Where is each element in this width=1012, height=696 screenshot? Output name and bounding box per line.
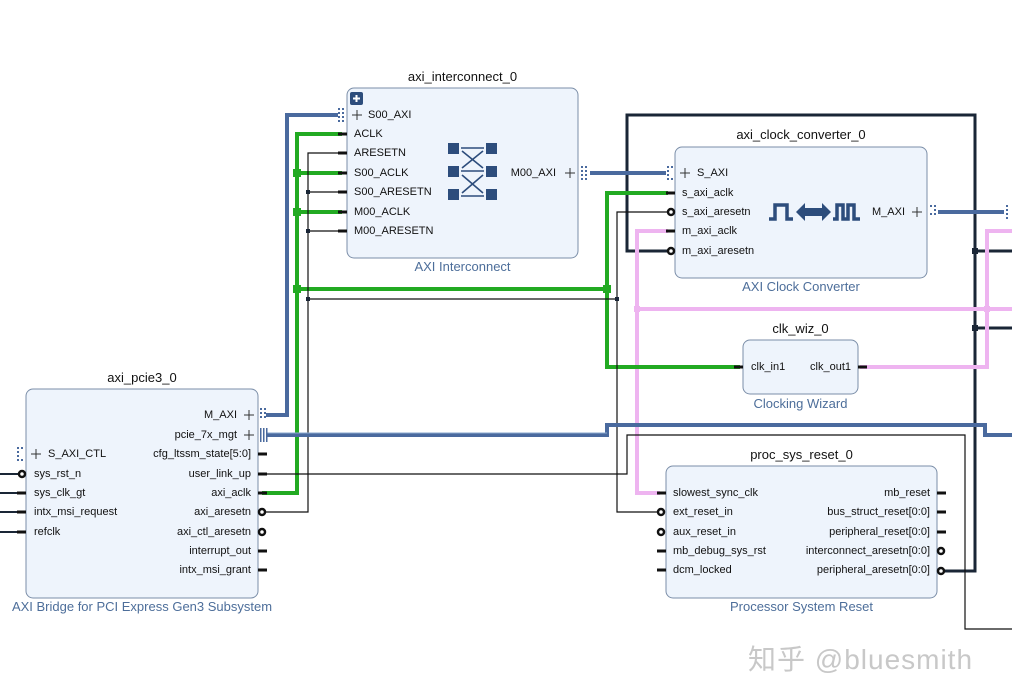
block-ip-name: Clocking Wizard xyxy=(753,396,848,411)
net-junction xyxy=(615,297,619,301)
port-m00-aclk[interactable]: M00_ACLK xyxy=(354,206,411,218)
port-axi-aresetn[interactable]: axi_aresetn xyxy=(194,506,251,518)
block-ip-name: AXI Interconnect xyxy=(414,259,511,274)
block-instance-name: clk_wiz_0 xyxy=(772,321,829,336)
net-junction xyxy=(293,208,301,216)
block-instance-name: proc_sys_reset_0 xyxy=(750,447,853,462)
port-cfg-ltssm-state[interactable]: cfg_ltssm_state[5:0] xyxy=(153,448,251,460)
watermark: 知乎 @bluesmith xyxy=(748,644,974,675)
port-peripheral-aresetn[interactable]: peripheral_aresetn[0:0] xyxy=(816,564,930,576)
port-axi-ctl-aresetn[interactable]: axi_ctl_aresetn xyxy=(177,526,251,538)
port-m-axi[interactable]: M_AXI xyxy=(203,409,237,421)
port-intx-msi-request[interactable]: intx_msi_request xyxy=(34,506,118,518)
port-interconnect-aresetn[interactable]: interconnect_aresetn[0:0] xyxy=(805,545,930,557)
port-pcie-7x-mgt[interactable]: pcie_7x_mgt xyxy=(174,429,237,441)
plus-square-icon[interactable] xyxy=(350,92,363,105)
port-s-axi[interactable]: S_AXI xyxy=(697,167,729,179)
clock-domain-crossing-icon xyxy=(769,203,860,221)
net-junction xyxy=(634,306,640,312)
port-aresetn[interactable]: ARESETN xyxy=(354,147,406,159)
net-junction xyxy=(603,285,611,293)
port-s00-aresetn[interactable]: S00_ARESETN xyxy=(354,186,432,198)
net-junction xyxy=(306,190,310,194)
net-junction xyxy=(293,285,301,293)
block-instance-name: axi_interconnect_0 xyxy=(407,69,518,84)
block-ip-name: AXI Bridge for PCI Express Gen3 Subsyste… xyxy=(11,599,273,614)
port-axi-aclk[interactable]: axi_aclk xyxy=(211,487,251,499)
port-user-link-up[interactable]: user_link_up xyxy=(188,468,251,480)
bidirectional-arrow-icon xyxy=(796,203,831,221)
port-refclk[interactable]: refclk xyxy=(34,526,61,538)
crossbar-icon xyxy=(448,143,497,200)
external-left-wires[interactable] xyxy=(0,473,22,533)
net-junction xyxy=(972,248,978,254)
port-aclk[interactable]: ACLK xyxy=(354,128,383,140)
port-s-axi-aclk[interactable]: s_axi_aclk xyxy=(682,187,734,199)
block-ip-name: AXI Clock Converter xyxy=(742,279,860,294)
net-clk-out1[interactable] xyxy=(635,229,1012,495)
port-peripheral-reset[interactable]: peripheral_reset[0:0] xyxy=(829,526,930,538)
port-sys-rst-n[interactable]: sys_rst_n xyxy=(34,468,82,480)
net-junction xyxy=(293,169,301,177)
net-junction xyxy=(984,306,990,312)
port-m00-axi[interactable]: M00_AXI xyxy=(510,167,556,179)
port-clk-in1[interactable]: clk_in1 xyxy=(751,361,786,373)
port-slowest-sync-clk[interactable]: slowest_sync_clk xyxy=(673,487,758,499)
net-junction xyxy=(972,325,978,331)
port-bus-struct-reset[interactable]: bus_struct_reset[0:0] xyxy=(827,506,930,518)
port-mb-reset[interactable]: mb_reset xyxy=(884,487,930,499)
port-mb-debug-sys-rst[interactable]: mb_debug_sys_rst xyxy=(673,545,766,557)
block-instance-name: axi_clock_converter_0 xyxy=(736,127,866,142)
port-interrupt-out[interactable]: interrupt_out xyxy=(189,545,251,557)
port-ext-reset-in[interactable]: ext_reset_in xyxy=(673,506,733,518)
port-m00-aresetn[interactable]: M00_ARESETN xyxy=(354,225,434,237)
port-intx-msi-grant[interactable]: intx_msi_grant xyxy=(179,564,251,576)
net-junction xyxy=(306,229,310,233)
block-instance-name: axi_pcie3_0 xyxy=(107,370,177,385)
block-ip-name: Processor System Reset xyxy=(729,599,874,614)
net-user-link-up[interactable] xyxy=(264,434,1012,630)
active-low-pin-bubbles xyxy=(17,207,946,576)
net-axi-aresetn[interactable] xyxy=(264,152,668,513)
port-sys-clk-gt[interactable]: sys_clk_gt xyxy=(34,487,86,499)
port-m-axi-aresetn[interactable]: m_axi_aresetn xyxy=(682,245,755,257)
bus-expand-plus-icons[interactable] xyxy=(31,110,922,459)
bus-interface-connectors xyxy=(17,108,1008,461)
net-junction xyxy=(306,297,310,301)
net-axi-bus[interactable] xyxy=(266,113,1012,437)
pin-stubs xyxy=(17,132,946,572)
net-peripheral-aresetn[interactable] xyxy=(625,113,1012,573)
port-m-axi-aclk[interactable]: m_axi_aclk xyxy=(682,225,738,237)
port-aux-reset-in[interactable]: aux_reset_in xyxy=(673,526,736,538)
port-clk-out1[interactable]: clk_out1 xyxy=(810,361,851,373)
port-s-axi-ctl[interactable]: S_AXI_CTL xyxy=(48,448,107,460)
port-s-axi-aresetn[interactable]: s_axi_aresetn xyxy=(682,206,751,218)
port-s00-aclk[interactable]: S00_ACLK xyxy=(354,167,409,179)
net-axi-aclk[interactable] xyxy=(262,132,740,495)
port-s00-axi[interactable]: S00_AXI xyxy=(368,109,412,121)
port-dcm-locked[interactable]: dcm_locked xyxy=(673,564,732,576)
port-m-axi[interactable]: M_AXI xyxy=(871,206,905,218)
